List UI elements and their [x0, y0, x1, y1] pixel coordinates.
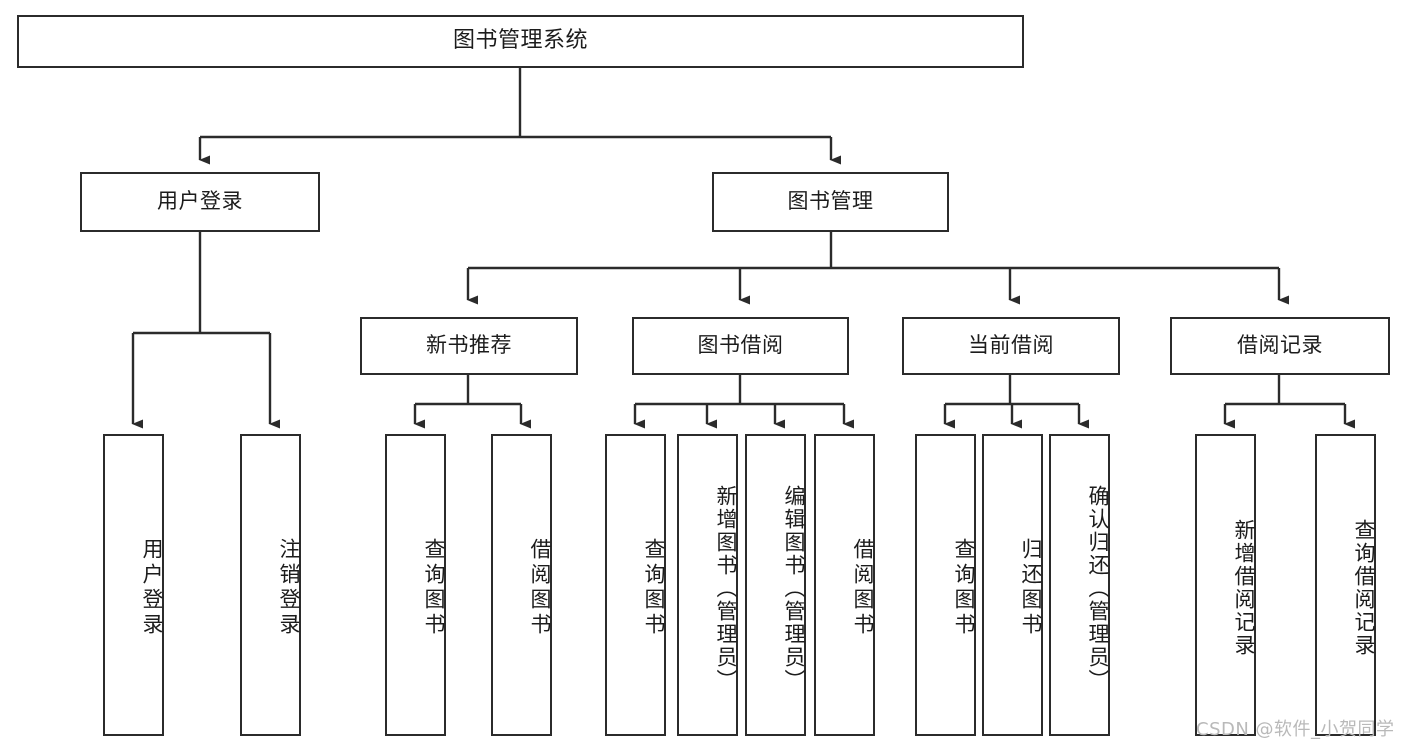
edges-root-to-level2 — [198, 68, 841, 165]
node-label: 注销登录 — [277, 538, 301, 638]
edges-newbook-to-leaves — [413, 375, 531, 429]
node-user-login[interactable]: 用户登录 — [80, 172, 320, 232]
leaf-query-book-1[interactable]: 查询图书 — [385, 434, 446, 736]
node-label: 新书推荐 — [426, 333, 512, 358]
csdn-watermark: CSDN @软件_小贺同学 — [1196, 719, 1395, 740]
node-label: 编辑图书（管理员） — [782, 484, 806, 692]
node-label: 用户登录 — [140, 538, 164, 638]
edges-borrowrecord-to-leaves — [1223, 375, 1355, 429]
leaf-add-book[interactable]: 新增图书（管理员） — [677, 434, 738, 736]
node-label: 当前借阅 — [968, 333, 1054, 358]
leaf-borrow-book-1[interactable]: 借阅图书 — [491, 434, 552, 736]
node-borrow-record[interactable]: 借阅记录 — [1170, 317, 1390, 375]
edges-bookborrow-to-leaves — [633, 375, 854, 429]
node-root-system[interactable]: 图书管理系统 — [17, 15, 1024, 68]
node-label: 查询借阅记录 — [1352, 519, 1376, 657]
node-book-management[interactable]: 图书管理 — [712, 172, 949, 232]
leaf-return-book[interactable]: 归还图书 — [982, 434, 1043, 736]
node-current-borrow[interactable]: 当前借阅 — [902, 317, 1120, 375]
leaf-query-book-3[interactable]: 查询图书 — [915, 434, 976, 736]
edges-userlogin-to-leaves — [131, 232, 280, 429]
node-label: 查询图书 — [642, 538, 666, 638]
leaf-borrow-book-2[interactable]: 借阅图书 — [814, 434, 875, 736]
node-label: 借阅图书 — [851, 538, 875, 638]
leaf-user-login[interactable]: 用户登录 — [103, 434, 164, 736]
node-label: 借阅记录 — [1237, 333, 1323, 358]
node-label: 图书管理 — [787, 189, 874, 214]
node-label: 查询图书 — [422, 538, 446, 638]
node-label: 新增图书（管理员） — [714, 484, 738, 692]
leaf-query-record[interactable]: 查询借阅记录 — [1315, 434, 1376, 736]
node-label: 归还图书 — [1019, 538, 1043, 638]
edges-bookmgmt-to-level3 — [466, 232, 1289, 305]
leaf-confirm-return[interactable]: 确认归还（管理员） — [1049, 434, 1110, 736]
edges-currentborrow-to-leaves — [943, 375, 1089, 429]
node-label: 图书管理系统 — [452, 28, 588, 54]
node-label: 新增借阅记录 — [1232, 519, 1256, 657]
node-book-borrow[interactable]: 图书借阅 — [632, 317, 849, 375]
node-label: 用户登录 — [157, 189, 243, 214]
leaf-add-record[interactable]: 新增借阅记录 — [1195, 434, 1256, 736]
node-label: 借阅图书 — [528, 538, 552, 638]
node-new-book-recommend[interactable]: 新书推荐 — [360, 317, 578, 375]
node-label: 图书借阅 — [697, 333, 784, 358]
node-label: 查询图书 — [952, 538, 976, 638]
leaf-query-book-2[interactable]: 查询图书 — [605, 434, 666, 736]
leaf-logout-login[interactable]: 注销登录 — [240, 434, 301, 736]
leaf-edit-book[interactable]: 编辑图书（管理员） — [745, 434, 806, 736]
node-label: 确认归还（管理员） — [1086, 484, 1110, 692]
